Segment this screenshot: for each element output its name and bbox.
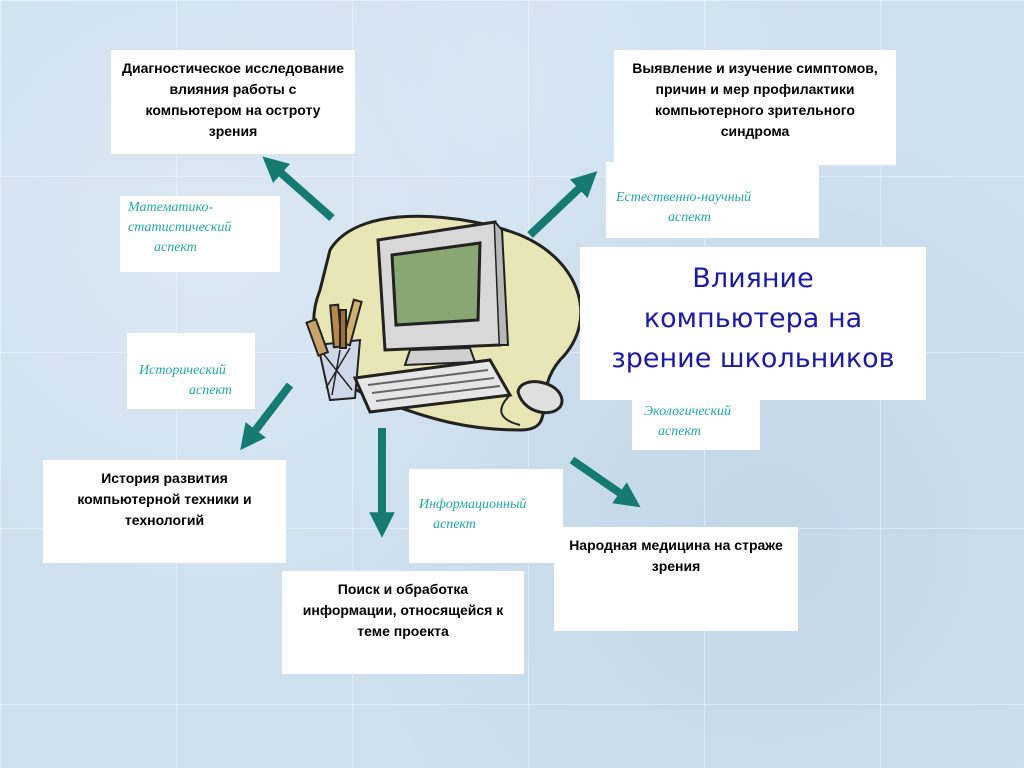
monitor-icon <box>376 220 510 367</box>
box-folk: Народная медицина на страже зрения <box>554 527 798 631</box>
box-search: Поиск и обработка информации, относящейс… <box>282 571 524 674</box>
diagram-title: Влияние компьютера на зрение школьников <box>580 247 926 400</box>
title-line-2: компьютера на <box>643 303 863 334</box>
box-diagnostic: Диагностическое исследование влияния раб… <box>111 50 355 154</box>
aspect-natural-line2: аспект <box>668 210 711 225</box>
aspect-math-line1: Математико- <box>128 200 214 215</box>
mouse-icon <box>500 380 564 426</box>
title-line-1: Влияние <box>692 263 814 294</box>
arrow-to-symptoms <box>527 171 598 238</box>
aspect-ecological-line1: Экологический <box>644 404 732 419</box>
aspect-historical-line1: Исторический <box>139 363 226 378</box>
aspect-informational-line1: Информационный <box>419 497 527 512</box>
aspect-math: Математико- статистический аспект <box>120 196 280 272</box>
arrow-to-diagnostic <box>262 156 335 221</box>
aspect-ecological: Экологический аспект <box>632 400 760 450</box>
arrow-to-folk <box>569 456 641 508</box>
aspect-informational-line2: аспект <box>433 517 476 532</box>
box-symptoms: Выявление и изучение симптомов, причин и… <box>614 50 896 165</box>
title-line-3: зрение школьников <box>611 343 895 374</box>
aspect-historical-line2: аспект <box>189 383 232 398</box>
aspect-math-line3: аспект <box>154 240 197 255</box>
pencil-cup-icon <box>305 298 363 402</box>
aspect-ecological-line2: аспект <box>658 424 701 439</box>
box-history: История развития компьютерной техники и … <box>43 460 286 563</box>
aspect-math-line2: статистический <box>128 220 232 235</box>
aspect-informational: Информационный аспект <box>409 469 563 563</box>
aspect-historical: Исторический аспект <box>127 333 255 409</box>
arrow-to-history <box>240 382 294 451</box>
aspect-natural-line1: Естественно-научный <box>616 190 752 205</box>
aspect-natural: Естественно-научный аспект <box>606 162 819 238</box>
